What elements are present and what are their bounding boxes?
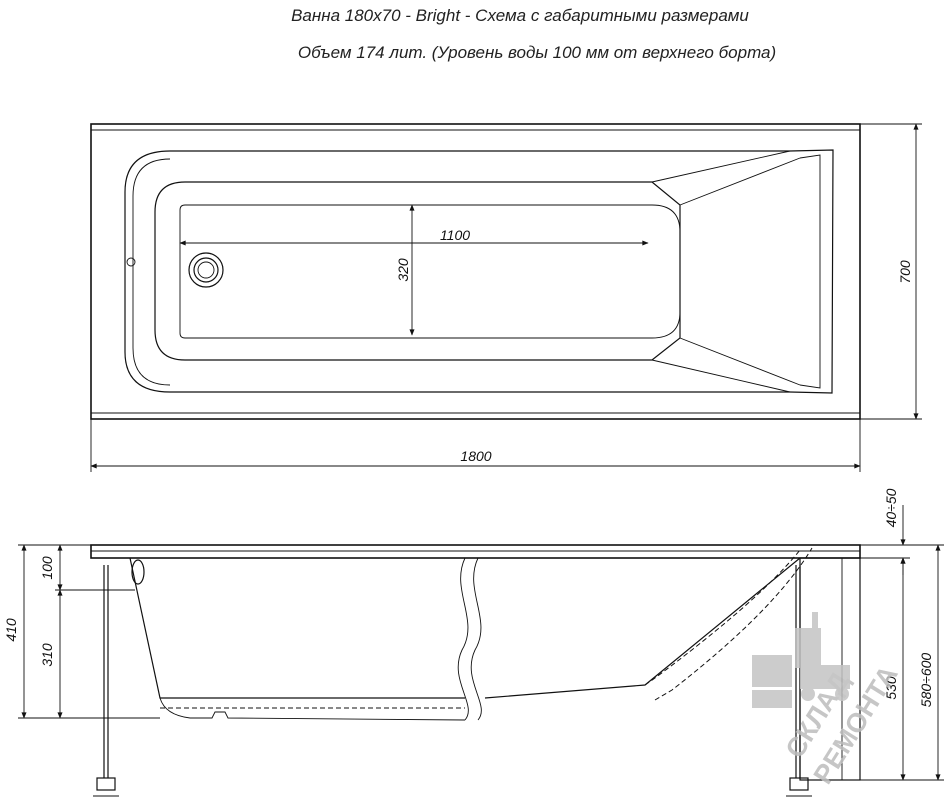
dim-below-water: 310 bbox=[39, 643, 55, 667]
tub-side-rim bbox=[90, 544, 861, 559]
tub-bottom-contour bbox=[154, 181, 681, 361]
title-line-1: Ванна 180x70 - Bright - Схема с габаритн… bbox=[291, 6, 749, 25]
side-overflow-icon bbox=[131, 559, 145, 585]
break-line bbox=[457, 557, 469, 721]
dim-bottom-length: 1100 bbox=[440, 227, 470, 243]
side-view: 410 100 310 40÷50 530 580÷600 bbox=[3, 488, 944, 797]
dim-width: 700 bbox=[897, 260, 913, 284]
top-view: 1100 320 1800 700 bbox=[90, 123, 922, 472]
dim-rim-thickness: 40÷50 bbox=[883, 488, 899, 527]
tub-backrest-slope bbox=[651, 150, 821, 393]
dim-height-with-legs: 580÷600 bbox=[918, 653, 934, 708]
forklift-icon bbox=[752, 612, 850, 708]
dim-water-level: 100 bbox=[39, 556, 55, 580]
dim-depth: 530 bbox=[883, 676, 899, 700]
dim-height-total: 410 bbox=[3, 618, 19, 642]
dim-length: 1800 bbox=[460, 448, 491, 464]
drain-icon bbox=[188, 252, 224, 288]
tub-inner-wall-dashed bbox=[160, 547, 813, 709]
title-line-2: Объем 174 лит. (Уровень воды 100 мм от в… bbox=[298, 43, 776, 62]
tub-outer-rim bbox=[90, 123, 861, 420]
overflow-icon bbox=[126, 257, 136, 267]
left-leg bbox=[93, 565, 119, 797]
watermark: СКЛАД РЕМОНТА bbox=[752, 612, 904, 789]
dim-bottom-width: 320 bbox=[395, 258, 411, 282]
tub-body-contour bbox=[129, 557, 465, 699]
tub-inner-basin bbox=[124, 149, 834, 394]
